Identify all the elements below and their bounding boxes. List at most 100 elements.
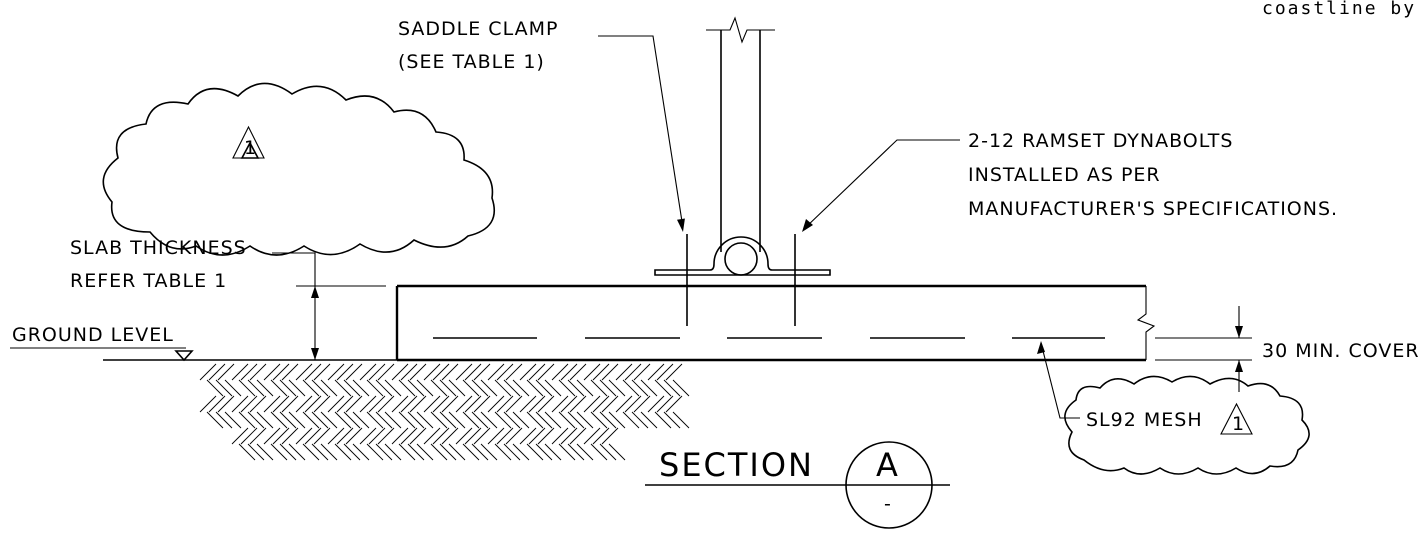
revision-marker-right: 1 — [1232, 413, 1245, 435]
hatch-stroke — [567, 443, 585, 461]
hatch-stroke — [448, 379, 466, 397]
hatch-stroke — [592, 427, 610, 445]
revision-cloud-left: 1 — [102, 82, 496, 256]
hatch-stroke — [633, 363, 651, 381]
hatch-stroke — [288, 443, 306, 461]
hatch-stroke — [304, 427, 322, 445]
hatch-stroke — [496, 427, 514, 445]
hatch-stroke — [400, 363, 418, 381]
slab-thickness-label: SLAB THICKNESS — [70, 237, 247, 259]
hatch-stroke — [423, 427, 441, 445]
hatch-stroke — [302, 411, 320, 429]
hatch-stroke — [601, 363, 619, 381]
hatch-stroke — [505, 363, 523, 381]
hatch-stroke — [368, 363, 386, 381]
hatch-stroke — [247, 379, 265, 397]
hatch-stroke — [343, 379, 361, 397]
concrete-slab — [395, 284, 1156, 362]
hatch-stroke — [503, 443, 521, 461]
brand-text: coastline by — [1262, 0, 1416, 19]
hatch-stroke — [647, 395, 665, 413]
hatch-stroke — [464, 395, 482, 413]
hatch-stroke — [295, 395, 313, 413]
hatch-stroke — [263, 395, 281, 413]
hatch-stroke — [535, 379, 553, 397]
hatch-stroke — [473, 395, 491, 413]
hatch-stroke — [240, 363, 258, 381]
hatch-stroke — [409, 395, 427, 413]
hatch-stroke — [519, 427, 537, 445]
section-title: SECTION — [659, 446, 814, 484]
hatch-stroke — [576, 411, 594, 429]
hatch-stroke — [448, 443, 466, 461]
hatch-stroke — [663, 411, 681, 429]
hatch-stroke — [320, 411, 338, 429]
hatch-stroke — [208, 395, 226, 413]
revision-cloud-right: 1 — [1064, 375, 1310, 475]
hatch-stroke — [334, 411, 352, 429]
hatch-stroke — [462, 443, 480, 461]
hatch-stroke — [320, 379, 338, 397]
hatch-stroke — [624, 395, 642, 413]
hatch-stroke — [544, 411, 562, 429]
hatch-stroke — [560, 427, 578, 445]
hatch-stroke — [672, 379, 690, 397]
hatch-stroke — [256, 443, 274, 461]
hatch-stroke — [295, 427, 313, 445]
hatch-stroke — [480, 411, 498, 429]
hatch-stroke — [569, 427, 587, 445]
hatch-stroke — [441, 427, 459, 445]
hatch-stroke — [439, 379, 457, 397]
section-marker: SECTION A - — [645, 441, 950, 529]
hatch-stroke — [249, 427, 267, 445]
hatch-stroke — [249, 363, 267, 381]
hatch-stroke — [601, 395, 619, 413]
slab-thickness-ref-label: REFER TABLE 1 — [70, 270, 227, 292]
hatch-stroke — [512, 379, 530, 397]
hatch-stroke — [583, 395, 601, 413]
hatch-stroke — [654, 411, 672, 429]
hatch-stroke — [352, 443, 370, 461]
hatch-stroke — [601, 427, 619, 445]
hatch-stroke — [366, 379, 384, 397]
hatch-stroke — [494, 411, 512, 429]
hatch-stroke — [377, 395, 395, 413]
hatch-stroke — [281, 363, 299, 381]
hatch-stroke — [656, 363, 674, 381]
hatch-stroke — [590, 411, 608, 429]
hatch-stroke — [279, 379, 297, 397]
hatch-stroke — [558, 443, 576, 461]
hatch-stroke — [238, 443, 256, 461]
section-sheet: - — [884, 493, 892, 515]
hatch-stroke — [599, 379, 617, 397]
hatch-stroke — [665, 395, 683, 413]
hatch-stroke — [537, 363, 555, 381]
hatch-stroke — [473, 427, 491, 445]
cover-dimension — [1155, 306, 1252, 392]
hatch-stroke — [409, 427, 427, 445]
cover-label: 30 MIN. COVER — [1262, 340, 1420, 362]
hatch-stroke — [567, 379, 585, 397]
hatch-stroke — [199, 395, 217, 413]
hatch-stroke — [334, 443, 352, 461]
hatch-stroke — [304, 395, 322, 413]
hatch-stroke — [583, 427, 601, 445]
hatch-stroke — [270, 379, 288, 397]
hatch-stroke — [224, 379, 242, 397]
hatch-stroke — [231, 395, 249, 413]
hatch-stroke — [471, 443, 489, 461]
hatch-stroke — [217, 363, 235, 381]
hatch-stroke — [487, 427, 505, 445]
section-letter: A — [876, 446, 900, 484]
hatch-stroke — [240, 395, 258, 413]
hatch-stroke — [505, 427, 523, 445]
hatch-stroke — [590, 443, 608, 461]
mesh-label: SL92 MESH — [1086, 409, 1203, 431]
hatch-stroke — [313, 395, 331, 413]
hatch-stroke — [377, 363, 395, 381]
hatch-stroke — [663, 379, 681, 397]
hatch-stroke — [551, 363, 569, 381]
hatch-stroke — [311, 443, 329, 461]
saddle-clamp-ref-label: (SEE TABLE 1) — [398, 51, 545, 73]
hatch-stroke — [375, 379, 393, 397]
